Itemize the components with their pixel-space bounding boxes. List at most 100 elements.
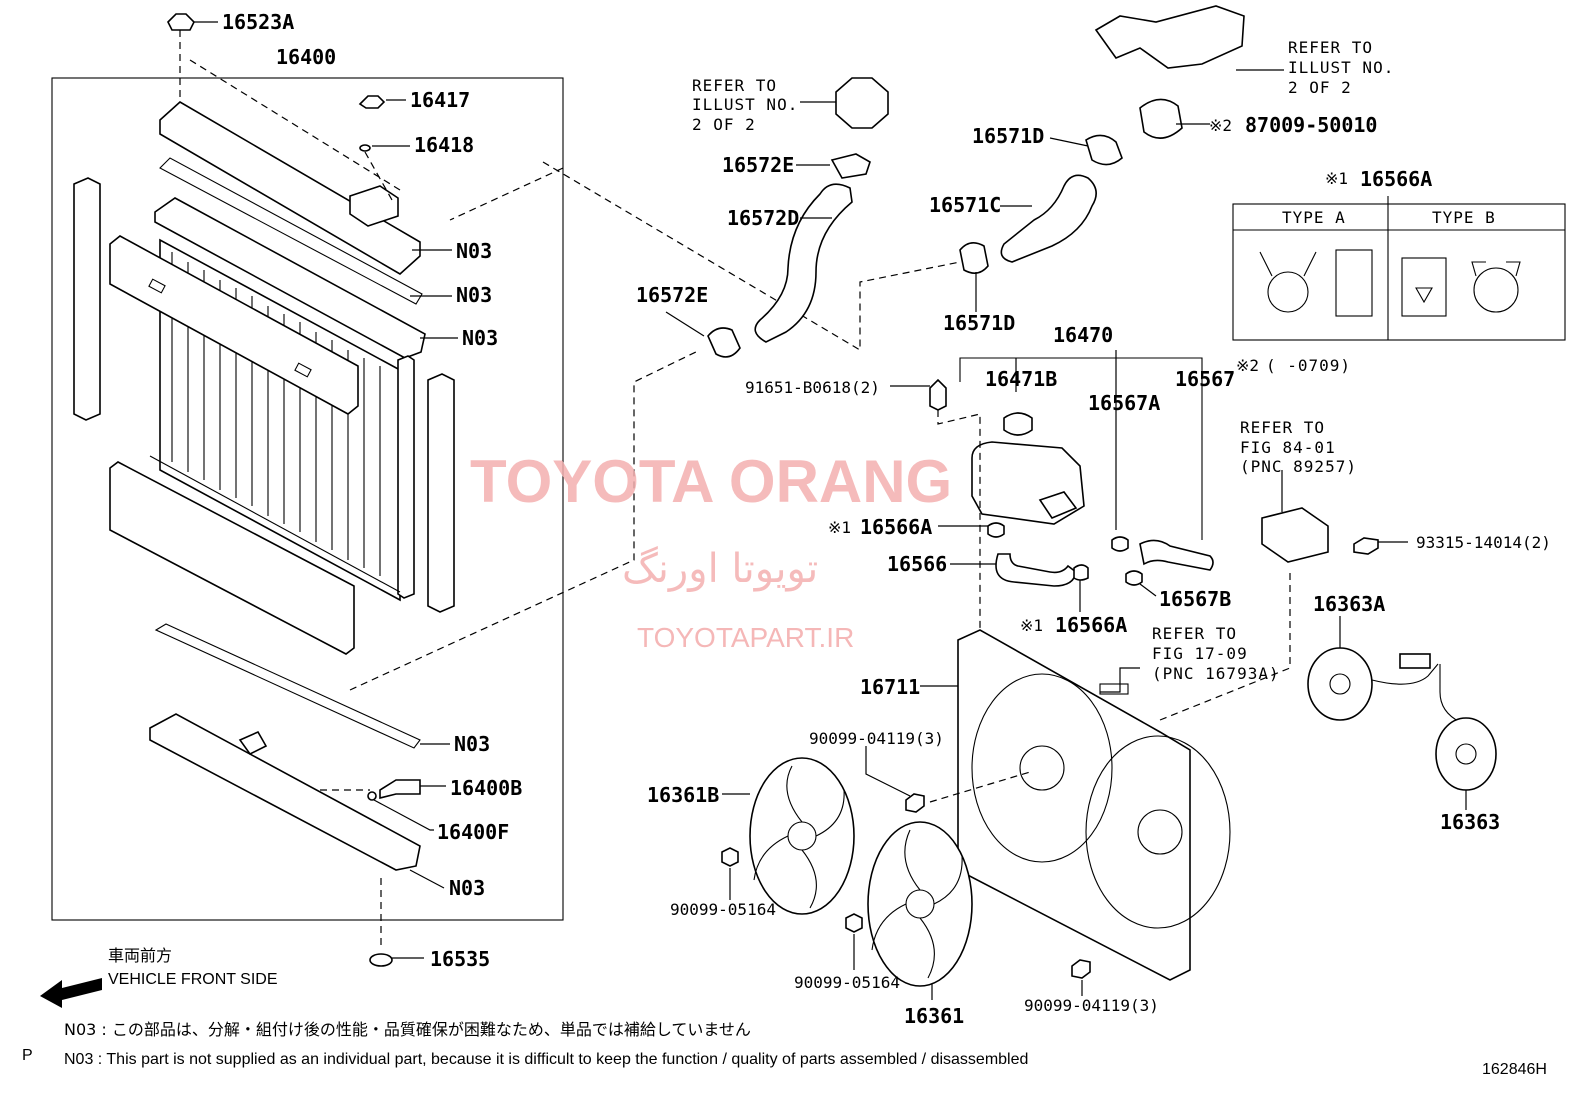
label-n03-4: N03	[454, 732, 490, 756]
clamp-16572e-top	[830, 153, 871, 179]
upper-support-bar	[109, 235, 359, 415]
clamp-16566a-b	[1073, 564, 1089, 581]
label-16566a-b: 16566A	[1055, 613, 1127, 637]
label-mark1-a: ※1	[828, 518, 851, 537]
shroud-opening-left	[971, 673, 1113, 863]
nut-90099-05164-b	[845, 913, 863, 933]
refer-fig17-3: (PNC 16793A)	[1152, 664, 1280, 683]
label-91651: 91651-B0618(2)	[745, 378, 880, 397]
core-side-plate	[397, 355, 415, 599]
motor-group	[1261, 470, 1497, 810]
label-16566a-box: 16566A	[1360, 167, 1432, 191]
label-90099-04119-b: 90099-04119(3)	[1024, 996, 1159, 1015]
label-16571c: 16571C	[929, 193, 1001, 217]
clamp-16566a-a	[987, 522, 1005, 538]
label-16567: 16567	[1175, 367, 1235, 391]
o-ring-16400f	[367, 791, 377, 801]
bolt-91651	[929, 378, 947, 411]
drain-cap-16523a	[167, 13, 195, 31]
label-range-0709: ( -0709)	[1266, 356, 1351, 375]
connector-a	[1399, 653, 1431, 669]
refer-fig17-1: REFER TO	[1152, 624, 1237, 643]
refer-fig17-2: FIG 17-09	[1152, 644, 1248, 663]
connector-upper-hose	[449, 161, 961, 352]
label-90099-04119-a: 90099-04119(3)	[809, 729, 944, 748]
bolt-90099-04119-a	[905, 793, 925, 813]
type-b-clamp	[1473, 267, 1519, 313]
refer-illust-right-2: ILLUST NO.	[1288, 58, 1394, 77]
label-16470: 16470	[1053, 323, 1113, 347]
watermark-brand: TOYOTA ORANG	[470, 448, 952, 515]
label-87009: 87009-50010	[1245, 113, 1377, 137]
watermark: TOYOTA ORANG تویوتا اورنگ TOYOTAPART.IR	[470, 448, 952, 653]
type-a-clamp	[1267, 271, 1309, 313]
hose-16567	[1139, 539, 1214, 571]
type-b-clip	[1401, 257, 1447, 317]
core-top-header	[154, 197, 426, 359]
label-n03-5: N03	[449, 876, 485, 900]
clamp-16571d-low	[959, 242, 989, 274]
clamp-16571d-top	[1085, 134, 1123, 166]
label-n03-2: N03	[456, 283, 492, 307]
type-table	[1232, 203, 1566, 341]
refer-fig84-2: FIG 84-01	[1240, 438, 1336, 457]
label-93315: 93315-14014(2)	[1416, 533, 1551, 552]
label-90099-05164-b: 90099-05164	[794, 973, 900, 992]
refer-illust-right-1: REFER TO	[1288, 38, 1373, 57]
reservoir-group	[890, 350, 1214, 640]
clamp-87009-50010	[1139, 98, 1183, 139]
label-mark1-box: ※1	[1325, 169, 1348, 188]
side-seal-right	[427, 373, 455, 613]
front-arrow-icon	[40, 978, 102, 1008]
watermark-url: TOYOTAPART.IR	[637, 622, 854, 653]
label-16361b: 16361B	[647, 783, 719, 807]
fan-resistor-ref	[1261, 507, 1329, 563]
label-16363: 16363	[1440, 810, 1500, 834]
filler-neck	[349, 185, 399, 227]
gasket-16418	[359, 144, 371, 152]
clamp-type-box	[1232, 196, 1566, 341]
reservoir-bracket	[1038, 491, 1078, 519]
label-90099-05164-a: 90099-05164	[670, 900, 776, 919]
label-16566a-a: 16566A	[860, 515, 932, 539]
refer-notes: REFER TO ILLUST NO. 2 OF 2 REFER TO ILLU…	[692, 38, 1394, 683]
label-mark1-b: ※1	[1020, 616, 1043, 635]
label-n03-3: N03	[462, 326, 498, 350]
label-16567a: 16567A	[1088, 391, 1160, 415]
label-16471b: 16471B	[985, 367, 1057, 391]
refer-illust-left-3: 2 OF 2	[692, 115, 756, 134]
label-mark2-a: ※2	[1209, 116, 1232, 135]
hose-16571c	[1000, 174, 1097, 263]
label-n03-1: N03	[456, 239, 492, 263]
hose-16566	[995, 553, 1077, 587]
lower-tank	[149, 713, 421, 871]
diagram-number: 162846H	[1482, 1061, 1547, 1078]
drain-cock-16400b	[379, 779, 421, 800]
fan-16361b	[749, 757, 855, 915]
refer-fig84-3: (PNC 89257)	[1240, 457, 1357, 476]
footnote-en: N03 : This part is not supplied as an in…	[64, 1051, 1028, 1068]
fan-16361	[867, 821, 973, 987]
shroud-opening-right	[1085, 735, 1231, 929]
watermark-persian: تویوتا اورنگ	[622, 546, 818, 592]
label-16572d: 16572D	[727, 206, 799, 230]
filler-cap-16417	[358, 95, 386, 109]
label-16567b: 16567B	[1159, 587, 1231, 611]
refer-illust-left-1: REFER TO	[692, 76, 777, 95]
fan-shroud-16711	[957, 629, 1191, 981]
part-labels: 16523A 16400 16417 16418 N03 N03 N03 N03…	[222, 10, 1551, 1028]
lower-gasket	[154, 623, 421, 749]
footnotes: N03 : この部品は、分解・組付け後の性能・品質確保が困難なため、単品では補給…	[22, 1020, 1547, 1078]
direction-jp: 車両前方	[108, 946, 172, 965]
label-type-b: TYPE B	[1432, 208, 1496, 227]
reservoir-cap-16471b	[1003, 412, 1033, 436]
corner-left-mark: P	[22, 1047, 33, 1064]
clamp-16567b	[1125, 570, 1143, 586]
clamp-16567a	[1111, 536, 1129, 552]
lower-mount-16535	[369, 953, 393, 967]
direction-en: VEHICLE FRONT SIDE	[108, 971, 278, 988]
label-16571d-top: 16571D	[972, 124, 1044, 148]
upper-gasket	[159, 157, 423, 305]
bolt-90099-04119-b	[1071, 959, 1091, 979]
